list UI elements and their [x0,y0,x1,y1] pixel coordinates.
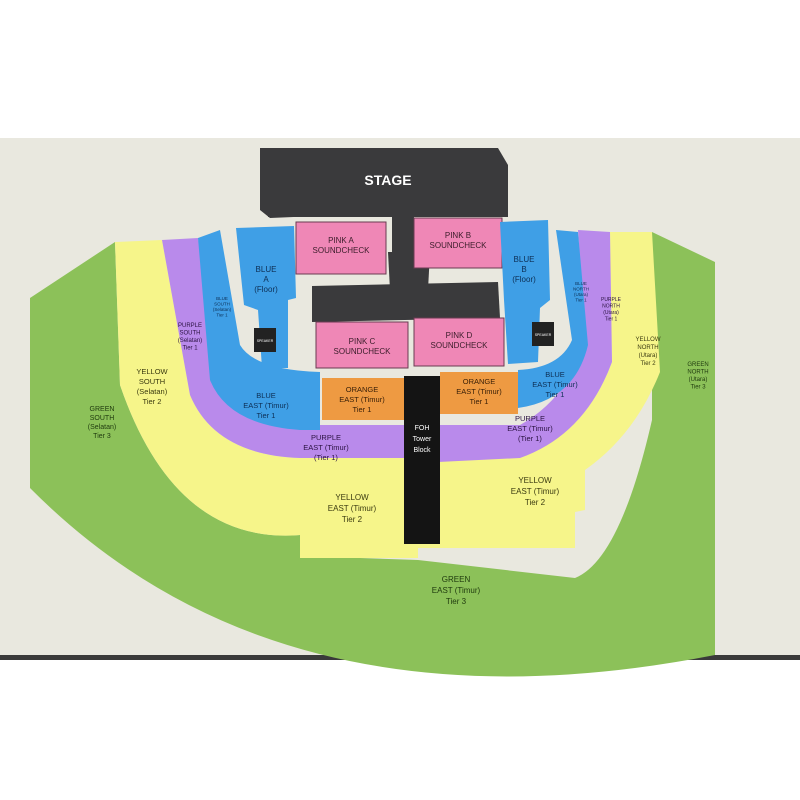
orange-east-left[interactable] [322,378,404,420]
speaker-right [532,322,554,346]
speaker-left [254,328,276,352]
pink-a[interactable] [295,221,387,275]
orange-east-right[interactable] [440,372,518,414]
blue-south-east-section[interactable] [198,230,320,430]
pink-c[interactable] [315,321,409,369]
green-section[interactable] [30,232,715,677]
speaker-left-label: SPEAKER [257,339,274,343]
blue-floor-a[interactable] [236,226,296,368]
yellow-section[interactable] [115,232,660,558]
stage [260,148,508,322]
pink-b[interactable] [413,217,503,269]
blue-north-east-section[interactable] [518,230,588,408]
foh-tower-block [404,376,440,544]
pink-d[interactable] [413,317,505,367]
speaker-right-label: SPEAKER [535,333,552,337]
stage-label: STAGE [364,172,411,188]
